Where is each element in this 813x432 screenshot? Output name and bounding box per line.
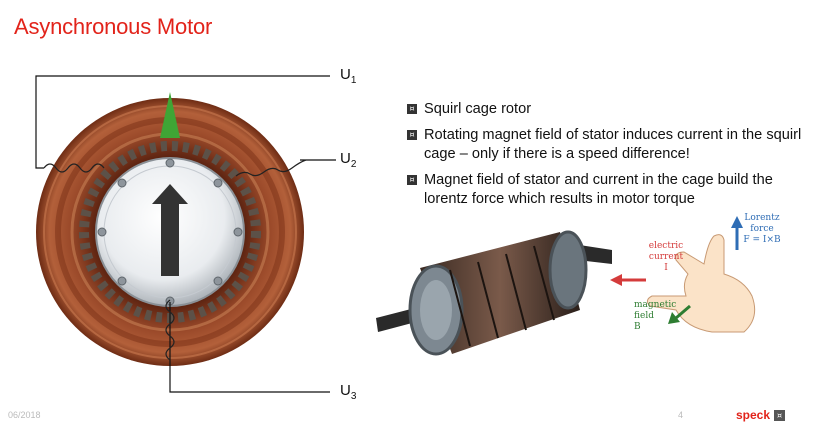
footer-date: 06/2018 (8, 410, 41, 420)
current-label-line2: current (649, 252, 684, 262)
force-arrow (731, 216, 743, 250)
right-hand-rule-hand (646, 234, 756, 333)
rotation-arrow (152, 184, 188, 276)
company-logo: speck¤ (736, 408, 786, 422)
force-label-line1: Lorentz (744, 213, 779, 223)
field-marker (160, 92, 180, 138)
current-arrow (610, 274, 646, 286)
label-u3: U3 (340, 382, 357, 402)
label-u1: U1 (340, 66, 357, 86)
field-label-line2: field (634, 311, 654, 321)
field-arrow (668, 304, 691, 324)
page-number: 4 (678, 410, 684, 420)
squirrel-cage-rotor (376, 230, 612, 356)
bullet-logo-icon: ¤ (407, 175, 417, 185)
force-label-line2: force (750, 224, 773, 234)
bullet-item: ¤Rotating magnet field of stator induces… (407, 126, 802, 164)
bullet-item: ¤Squirl cage rotor (407, 100, 802, 119)
bullet-list: ¤Squirl cage rotor ¤Rotating magnet fiel… (407, 100, 802, 216)
field-label-line1: magnetic (634, 300, 676, 310)
force-formula: F = I×B (743, 235, 781, 245)
current-label-line1: electric (649, 241, 683, 251)
label-u2: U2 (340, 150, 357, 170)
current-symbol: I (664, 263, 668, 273)
slide-title: Asynchronous Motor (14, 14, 213, 39)
bullet-item: ¤Magnet field of stator and current in t… (407, 171, 802, 209)
logo-icon: ¤ (774, 410, 786, 422)
bullet-logo-icon: ¤ (407, 104, 417, 114)
bullet-logo-icon: ¤ (407, 130, 417, 140)
field-symbol: B (634, 322, 641, 332)
